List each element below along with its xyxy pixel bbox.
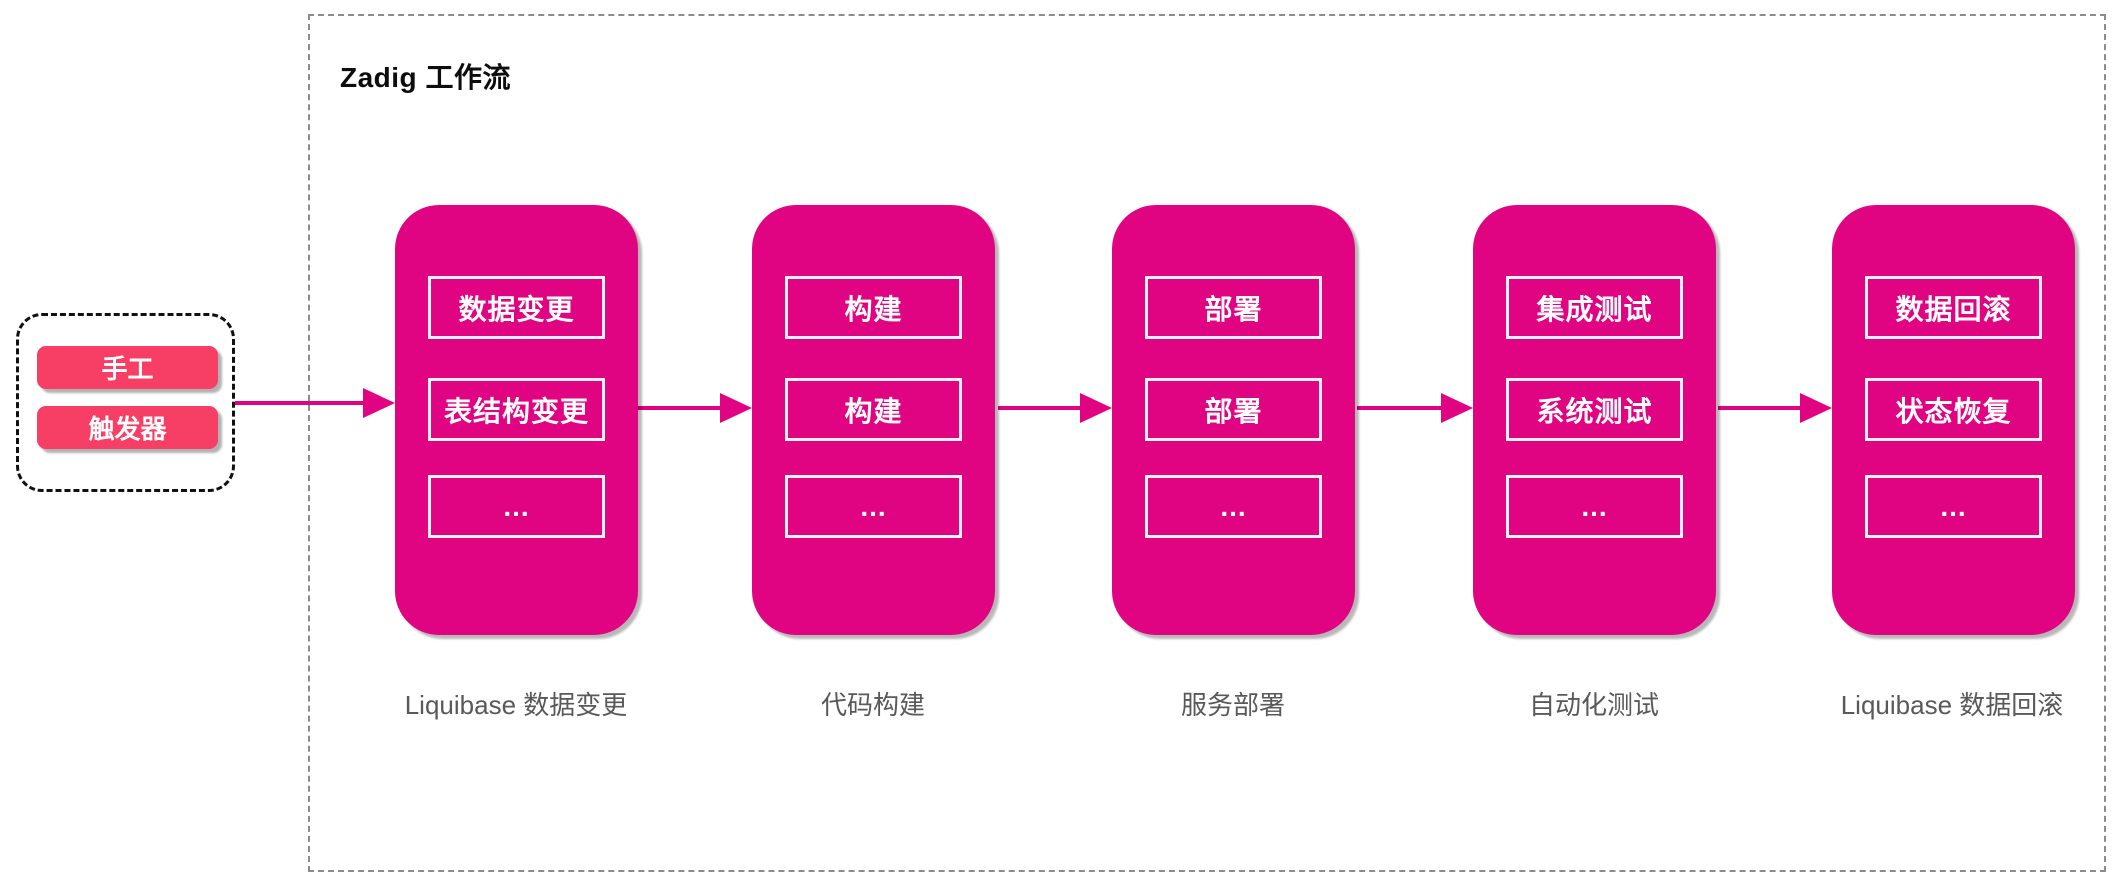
step-box: 部署	[1145, 276, 1322, 339]
arrow-stage1-to-stage2	[638, 393, 752, 423]
step-box: 数据变更	[428, 276, 605, 339]
arrow-stage4-to-stage5	[1718, 393, 1832, 423]
step-box-ellipsis: ...	[1506, 475, 1683, 538]
step-box-ellipsis: ...	[785, 475, 962, 538]
step-box: 状态恢复	[1865, 378, 2042, 441]
stage-code-build: 构建 构建 ...	[752, 205, 995, 635]
step-box: 部署	[1145, 378, 1322, 441]
arrow-stage2-to-stage3	[998, 393, 1112, 423]
trigger-webhook-badge: 触发器	[37, 406, 218, 449]
workflow-container	[308, 14, 2106, 872]
stage-label-automated-test: 自动化测试	[1528, 690, 1659, 720]
stage-liquibase-rollback: 数据回滚 状态恢复 ...	[1832, 205, 2075, 635]
stage-label-liquibase-rollback: Liquibase 数据回滚	[1840, 690, 2064, 720]
step-box: 集成测试	[1506, 276, 1683, 339]
trigger-manual-badge: 手工	[37, 346, 218, 389]
step-box-ellipsis: ...	[1145, 475, 1322, 538]
step-box-ellipsis: ...	[428, 475, 605, 538]
step-box: 数据回滚	[1865, 276, 2042, 339]
arrow-trigger-to-stage1	[235, 388, 395, 418]
step-box: 表结构变更	[428, 378, 605, 441]
stage-label-code-build: 代码构建	[820, 690, 925, 720]
step-box: 系统测试	[1506, 378, 1683, 441]
workflow-title: Zadig 工作流	[340, 62, 511, 93]
step-box-ellipsis: ...	[1865, 475, 2042, 538]
step-box: 构建	[785, 276, 962, 339]
stage-automated-test: 集成测试 系统测试 ...	[1473, 205, 1716, 635]
stage-label-service-deploy: 服务部署	[1180, 690, 1285, 720]
stage-service-deploy: 部署 部署 ...	[1112, 205, 1355, 635]
arrow-stage3-to-stage4	[1357, 393, 1473, 423]
stage-label-liquibase-data-change: Liquibase 数据变更	[404, 690, 628, 720]
stage-liquibase-data-change: 数据变更 表结构变更 ...	[395, 205, 638, 635]
step-box: 构建	[785, 378, 962, 441]
trigger-group: 手工 触发器	[16, 313, 235, 492]
